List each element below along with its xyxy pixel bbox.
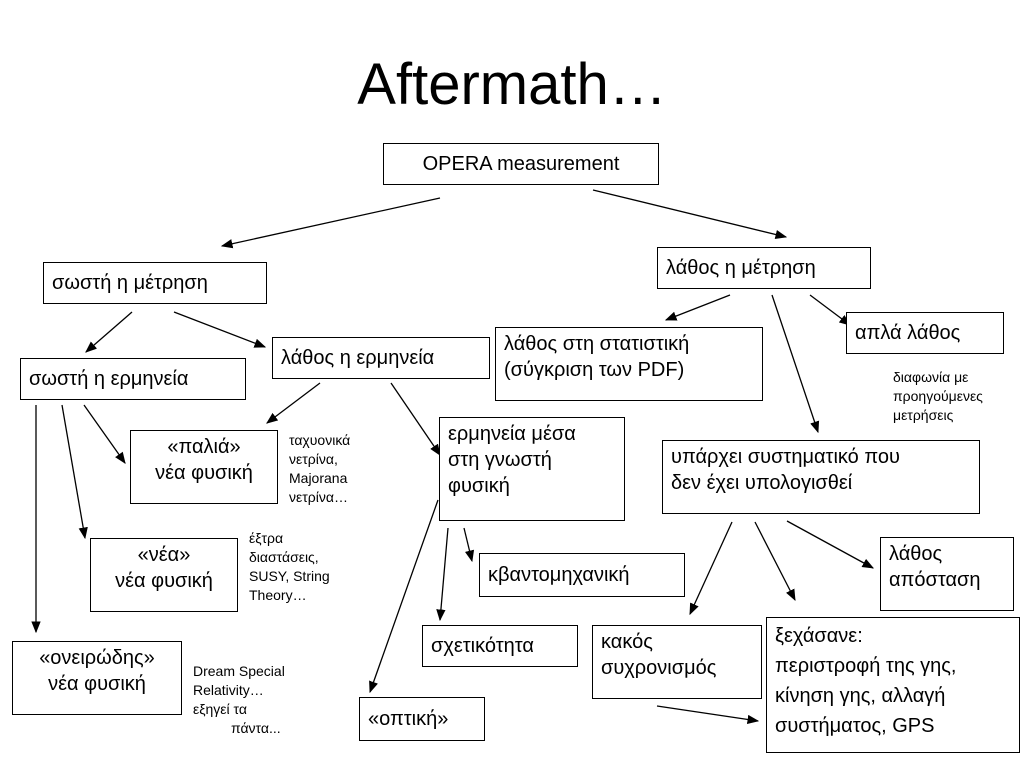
node-wrong-interpretation-label: λάθος η ερμηνεία (281, 347, 435, 369)
note-disagreement-line-2: προηγούμενες (893, 388, 983, 404)
node-forgot-line-4: συστήματος, GPS (775, 715, 935, 737)
node-new-new-physics: «νέα» νέα φυσική (90, 538, 238, 612)
node-simple-error-label: απλά λάθος (855, 322, 961, 344)
node-quantum-label: κβαντομηχανική (488, 564, 630, 586)
arrow-wrong-interpretation-to-known-physics (390, 382, 441, 456)
note-tachyons-line-4: νετρίνα… (289, 489, 348, 505)
node-opera-measurement: OPERA measurement (383, 143, 659, 185)
arrow-systematic-to-forgot (754, 521, 796, 602)
note-dream: Dream Special Relativity… εξηγεί τα πάντ… (193, 662, 285, 738)
slide-title: Aftermath… (357, 52, 667, 117)
node-forgot-line-2: περιστροφή της γης, (775, 655, 957, 677)
arrow-opera-to-correct-measurement (220, 197, 441, 249)
node-distance-error-line-1: λάθος (889, 543, 943, 565)
node-forgot-line-1: ξεχάσανε: (775, 625, 863, 647)
node-known-physics-line-2: στη γνωστή (448, 449, 552, 471)
arrow-correct-measurement-to-correct-interpretation (85, 311, 133, 353)
node-forgot-line-3: κίνηση γης, αλλαγή (775, 685, 946, 707)
note-extra-dimensions-line-1: έξτρα (249, 530, 284, 546)
arrow-correct-interpretation-to-old-new-physics (83, 404, 126, 464)
node-old-new-physics-line-2: νέα φυσική (155, 462, 253, 484)
node-optics: «οπτική» (359, 697, 485, 741)
arrow-wrong-interpretation-to-old-new-physics (266, 382, 321, 424)
node-new-new-physics-line-1: «νέα» (137, 544, 191, 566)
node-systematic: υπάρχει συστηματικό που δεν έχει υπολογι… (662, 440, 980, 514)
arrow-correct-interpretation-to-new-new-physics (61, 404, 88, 540)
node-dreamy-new-physics-line-2: νέα φυσική (48, 673, 146, 695)
note-disagreement-line-3: μετρήσεις (893, 407, 954, 423)
arrow-known-physics-to-quantum (463, 527, 475, 563)
node-wrong-measurement: λάθος η μέτρηση (657, 247, 871, 289)
note-dream-line-2: Relativity… (193, 682, 264, 698)
node-old-new-physics: «παλιά» νέα φυσική (130, 430, 278, 504)
node-stat-error-line-1: λάθος στη στατιστική (504, 333, 690, 355)
note-extra-dimensions-line-2: διαστάσεις, (249, 549, 319, 565)
note-extra-dimensions-line-4: Theory… (249, 587, 307, 603)
node-known-physics: ερμηνεία μέσα στη γνωστή φυσική (439, 417, 625, 521)
node-wrong-interpretation: λάθος η ερμηνεία (272, 337, 490, 379)
note-tachyons: ταχυονικά νετρίνα, Majorana νετρίνα… (289, 431, 350, 507)
node-opera-measurement-label: OPERA measurement (422, 153, 620, 175)
node-stat-error-line-2: (σύγκριση των PDF) (504, 359, 685, 381)
node-systematic-line-2: δεν έχει υπολογισθεί (671, 472, 853, 494)
node-known-physics-line-1: ερμηνεία μέσα (448, 423, 576, 445)
node-stat-error: λάθος στη στατιστική (σύγκριση των PDF) (495, 327, 763, 401)
arrow-bad-sync-to-forgot (656, 705, 760, 725)
note-tachyons-line-3: Majorana (289, 470, 348, 486)
node-correct-interpretation: σωστή η ερμηνεία (20, 358, 246, 400)
node-bad-sync-line-2: συχρονισμός (601, 657, 717, 679)
arrow-known-physics-to-optics (369, 499, 439, 694)
node-correct-measurement-label: σωστή η μέτρηση (52, 272, 208, 294)
arrow-systematic-to-distance-error (786, 520, 875, 569)
node-optics-label: «οπτική» (368, 708, 449, 730)
node-distance-error-line-2: απόσταση (889, 569, 981, 591)
arrow-wrong-measurement-to-systematic (771, 294, 820, 434)
node-known-physics-line-3: φυσική (448, 475, 510, 497)
arrow-opera-to-wrong-measurement (592, 189, 788, 240)
node-relativity-label: σχετικότητα (431, 635, 534, 657)
arrow-systematic-to-bad-sync (689, 521, 733, 616)
note-dream-line-1: Dream Special (193, 663, 285, 679)
node-correct-measurement: σωστή η μέτρηση (43, 262, 267, 304)
note-extra-dimensions: έξτρα διαστάσεις, SUSY, String Theory… (249, 529, 330, 605)
note-dream-line-3: εξηγεί τα (193, 701, 247, 717)
arrow-wrong-measurement-to-stat-error (664, 294, 731, 321)
node-systematic-line-1: υπάρχει συστηματικό που (671, 446, 900, 468)
node-bad-sync-line-1: κακός (601, 631, 653, 653)
note-extra-dimensions-line-3: SUSY, String (249, 568, 330, 584)
node-forgot: ξεχάσανε: περιστροφή της γης, κίνηση γης… (766, 617, 1020, 753)
arrow-wrong-measurement-to-simple-error (809, 294, 851, 326)
node-distance-error: λάθος απόσταση (880, 537, 1014, 611)
node-bad-sync: κακός συχρονισμός (592, 625, 762, 699)
note-disagreement: διαφωνία με προηγούμενες μετρήσεις (893, 368, 983, 425)
node-new-new-physics-line-2: νέα φυσική (115, 570, 213, 592)
note-tachyons-line-2: νετρίνα, (289, 451, 338, 467)
note-tachyons-line-1: ταχυονικά (289, 432, 351, 448)
node-simple-error: απλά λάθος (846, 312, 1004, 354)
node-correct-interpretation-label: σωστή η ερμηνεία (29, 368, 189, 390)
note-dream-line-4: πάντα... (231, 720, 281, 736)
node-wrong-measurement-label: λάθος η μέτρηση (666, 257, 816, 279)
node-old-new-physics-line-1: «παλιά» (167, 436, 241, 458)
arrow-correct-measurement-to-wrong-interpretation (173, 311, 267, 348)
note-disagreement-line-1: διαφωνία με (893, 369, 969, 385)
node-dreamy-new-physics: «ονειρώδης» νέα φυσική (12, 641, 182, 715)
node-relativity: σχετικότητα (422, 625, 578, 667)
node-dreamy-new-physics-line-1: «ονειρώδης» (39, 647, 155, 669)
arrow-known-physics-to-relativity (436, 527, 449, 622)
node-quantum: κβαντομηχανική (479, 553, 685, 597)
